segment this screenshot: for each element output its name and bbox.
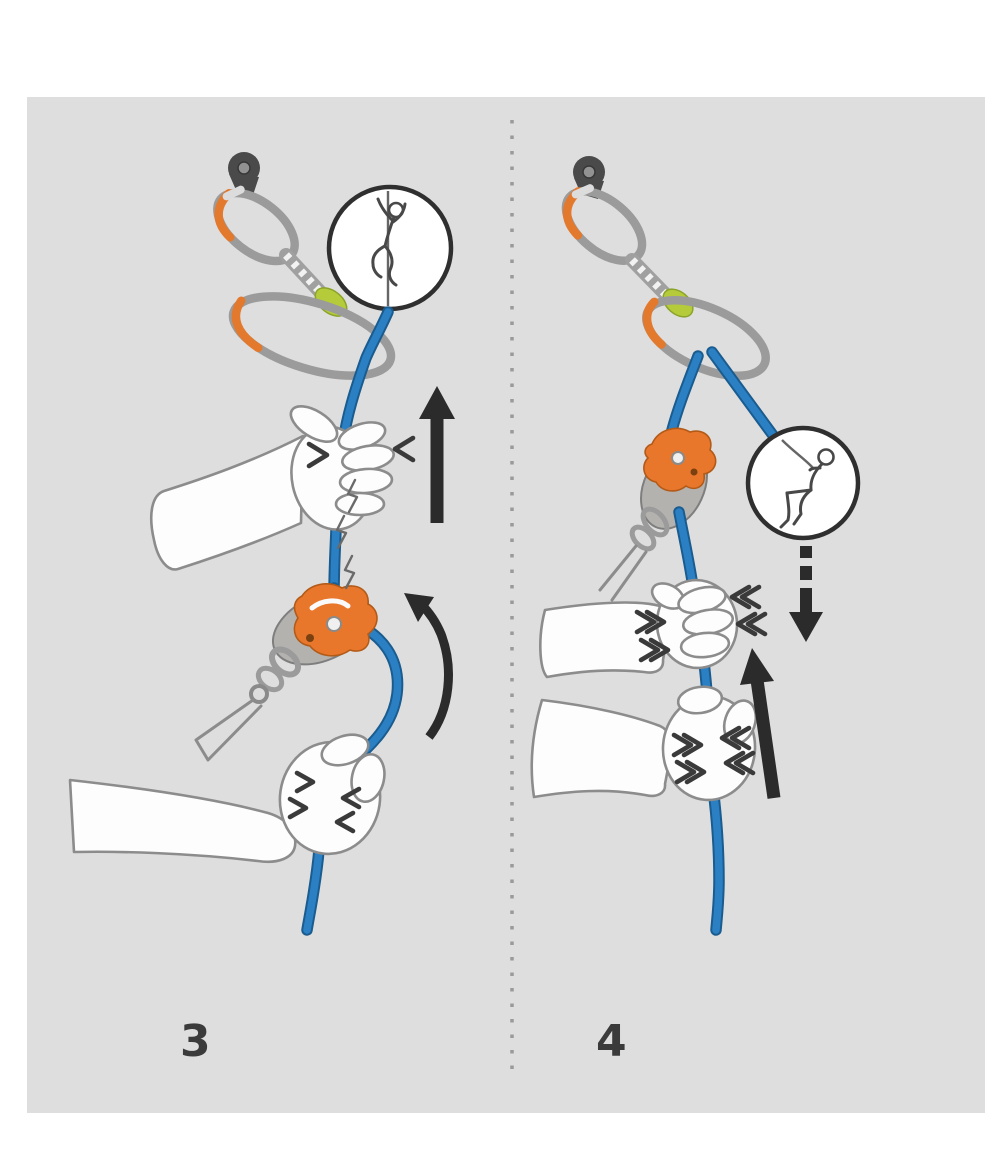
inset-climber-lowering [745, 425, 861, 541]
lanyard-straps [194, 698, 263, 762]
knuckles [676, 685, 724, 715]
climber-shin-left [779, 491, 791, 529]
bolt-hole [582, 165, 596, 179]
step-label-4: 4 [596, 1016, 627, 1067]
friction-zigzag [335, 514, 348, 550]
slide-double-chevron-left [719, 725, 752, 751]
up-arrow [740, 648, 781, 799]
arrow-head [419, 386, 455, 419]
device-rope-slot [309, 598, 351, 611]
device-rivet [671, 451, 685, 465]
panel-background [27, 97, 985, 1113]
climber-shin-right [792, 488, 813, 526]
lower-forearm [68, 778, 297, 864]
climber-leg-right [383, 244, 398, 287]
brake-fist [278, 733, 386, 856]
step-label-3: 3 [180, 1016, 211, 1067]
squeeze-chevron-left [334, 810, 356, 834]
squeeze-chevron-right [306, 441, 330, 469]
upper-forearm [150, 434, 305, 571]
upper-forearm [539, 601, 671, 679]
squeeze-chevron-right [287, 796, 309, 820]
rope-to-climber-core [708, 348, 779, 442]
knuckles [320, 733, 370, 767]
down-dashed-arrow [789, 546, 823, 642]
squeeze-chevron-left [340, 786, 362, 810]
device-pivot [306, 634, 314, 642]
lower-brake-fist [661, 685, 758, 802]
arrow-shaft [750, 679, 781, 799]
friction-zigzag [346, 478, 359, 514]
slide-double-chevron-right [674, 759, 707, 785]
inset-climber-ascending [326, 184, 454, 312]
panel-step-4: 4 [530, 156, 861, 1067]
carabiner-gate-orange [231, 296, 263, 353]
finger [679, 631, 731, 659]
bolt-hole [237, 161, 251, 175]
squeeze-chevron-right [294, 770, 316, 794]
upper-carabiner [561, 184, 647, 265]
slide-double-chevron-right [638, 637, 671, 663]
belay-device [271, 582, 378, 666]
squeeze-chevron-left [392, 435, 416, 463]
attachment-link [640, 506, 670, 538]
device-pivot [690, 468, 698, 476]
belay-device [643, 427, 717, 492]
up-arrow [419, 386, 455, 523]
thumb [289, 405, 339, 443]
slide-double-chevron-right [671, 732, 704, 758]
gate-sleeve [571, 184, 595, 199]
finger [334, 491, 386, 517]
dogbone-stitching [629, 257, 671, 300]
upper-brake-fist [650, 578, 739, 670]
harness-chain [598, 506, 670, 602]
friction-zigzag [343, 554, 356, 590]
slide-double-chevron-left [723, 750, 756, 776]
climber-arm-left [376, 197, 394, 222]
slide-double-chevron-right [634, 609, 667, 635]
device-rivet [326, 616, 342, 632]
climber-head [817, 448, 835, 466]
arrow-head [740, 648, 774, 685]
gate-sleeve [222, 185, 245, 201]
climber-arm [808, 466, 822, 472]
inset-rope-line [781, 439, 814, 469]
arrow-head [789, 612, 823, 642]
attachment-ring [249, 684, 269, 704]
inset-circle [745, 425, 861, 541]
attachment-link [629, 524, 657, 552]
panel-step-3: 3 [68, 152, 455, 1067]
harness-lanyard [194, 646, 302, 762]
slide-double-chevron-left [735, 611, 768, 637]
rotate-arrow [404, 593, 453, 740]
arrow-head [404, 593, 434, 622]
carabiner-gate-orange [642, 297, 666, 349]
climber-leg-left [371, 244, 387, 279]
climber-torso [809, 462, 824, 492]
chain-straps [598, 544, 648, 602]
climber-arm-right [391, 202, 407, 224]
arrow-curve [417, 600, 453, 740]
lower-carabiner [228, 292, 396, 380]
slide-double-chevron-left [729, 584, 762, 610]
lower-forearm [530, 698, 673, 799]
attachment-link [268, 646, 302, 678]
climber-thighs [785, 488, 813, 495]
